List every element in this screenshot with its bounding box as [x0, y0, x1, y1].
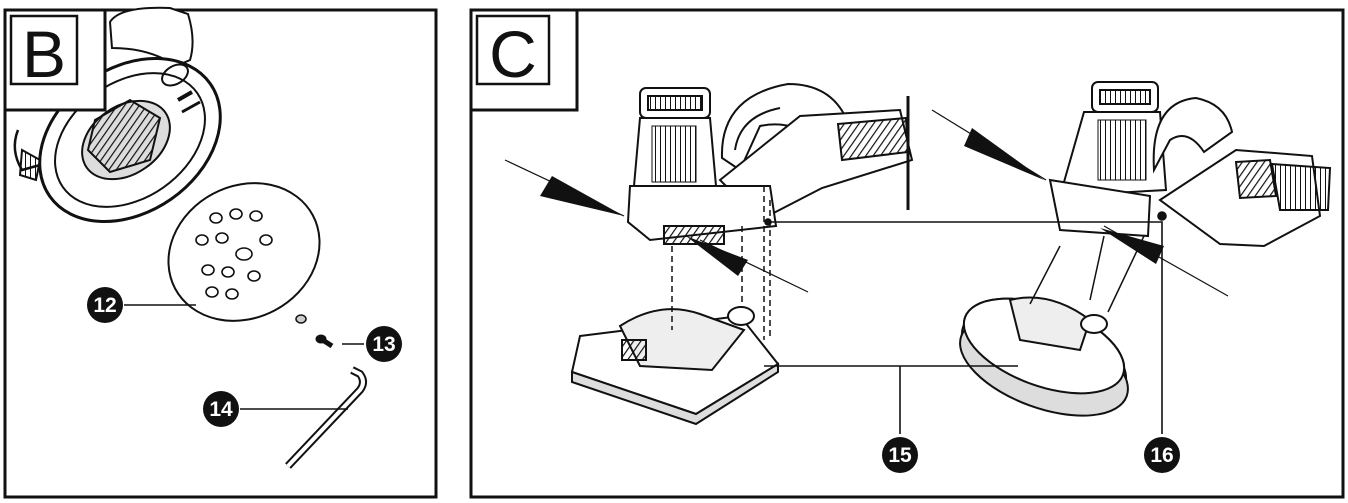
svg-text:16: 16 [1150, 444, 1173, 467]
callout-13: 13 [366, 326, 402, 362]
svg-text:12: 12 [93, 294, 116, 317]
panel-b-letter: B [22, 17, 66, 91]
callout-15: 15 [882, 437, 918, 473]
tool-square-head [570, 82, 914, 426]
panel-c-letter: C [489, 17, 537, 91]
svg-text:14: 14 [209, 398, 233, 421]
hex-key [285, 366, 367, 469]
panel-c-letter-inner [475, 14, 551, 86]
panel-c-frame [469, 8, 1345, 499]
callout-14: 14 [203, 391, 239, 427]
panel-c: C 15 16 [469, 8, 1345, 499]
panel-b-letter-inner [9, 14, 79, 86]
callout-16: 16 [1144, 437, 1180, 473]
svg-text:13: 13 [372, 333, 395, 356]
panel-b: B [3, 6, 438, 499]
tool-round-head [959, 81, 1332, 417]
screw-and-washer [295, 314, 334, 349]
svg-text:15: 15 [888, 444, 912, 467]
leader-16 [764, 211, 1167, 434]
leader-15 [764, 365, 1018, 434]
release-arrows-left [504, 159, 809, 293]
callout-12: 12 [87, 287, 123, 323]
release-arrows-right [931, 109, 1229, 297]
sanding-disc [167, 182, 321, 322]
sander-head-b [13, 6, 222, 223]
